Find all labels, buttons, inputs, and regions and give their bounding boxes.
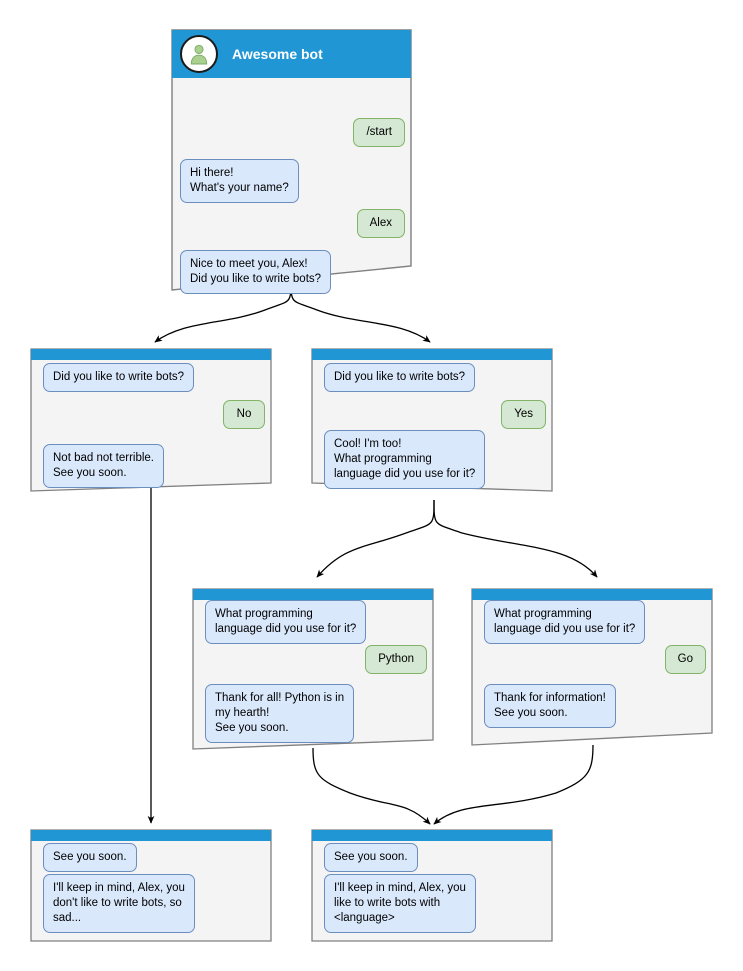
message-row-user: No xyxy=(40,400,265,429)
bot-message-bubble[interactable]: What programming language did you use fo… xyxy=(205,600,367,644)
bot-message-bubble[interactable]: What programming language did you use fo… xyxy=(484,600,646,644)
bot-message-bubble[interactable]: Hi there! What's your name? xyxy=(180,159,299,203)
chat-node-yes-branch[interactable]: Did you like to write bots? Yes Cool! I'… xyxy=(311,348,553,493)
bot-title: Awesome bot xyxy=(232,46,323,62)
message-row-user: Go xyxy=(481,645,706,674)
bot-message-bubble[interactable]: See you soon. xyxy=(43,843,137,872)
message-row-user: /start xyxy=(178,118,405,147)
bot-message-bubble[interactable]: Cool! I'm too! What programming language… xyxy=(324,430,486,489)
message-row-bot: See you soon. xyxy=(324,843,544,872)
bot-message-bubble[interactable]: Not bad not terrible. See you soon. xyxy=(43,444,165,488)
message-row-bot: Did you like to write bots? xyxy=(324,363,544,392)
bot-message-bubble[interactable]: Thank for all! Python is in my hearth! S… xyxy=(205,684,355,743)
chat-node-root[interactable]: Awesome bot /start Hi there! What's your… xyxy=(170,28,413,294)
message-row-bot: What programming language did you use fo… xyxy=(484,600,704,644)
bot-message-bubble[interactable]: See you soon. xyxy=(324,843,418,872)
message-row-bot: See you soon. xyxy=(43,843,263,872)
bot-message-bubble[interactable]: I'll keep in mind, Alex, you don't like … xyxy=(43,874,195,933)
edge-yes-to-go xyxy=(433,499,598,578)
chat-node-end-happy[interactable]: See you soon. I'll keep in mind, Alex, y… xyxy=(311,829,553,942)
message-row-bot: What programming language did you use fo… xyxy=(205,600,425,644)
bot-message-bubble[interactable]: Thank for information! See you soon. xyxy=(484,684,616,728)
node-header: Awesome bot xyxy=(170,30,413,78)
message-row-bot: Thank for information! See you soon. xyxy=(484,684,704,728)
chat-node-python-branch[interactable]: What programming language did you use fo… xyxy=(192,588,434,751)
bot-message-bubble[interactable]: Nice to meet you, Alex! Did you like to … xyxy=(180,250,332,294)
message-row-bot: Thank for all! Python is in my hearth! S… xyxy=(205,684,425,743)
edge-go-to-end-happy xyxy=(433,744,594,825)
message-row-user: Python xyxy=(202,645,427,674)
chat-node-end-sad[interactable]: See you soon. I'll keep in mind, Alex, y… xyxy=(30,829,272,942)
bot-message-bubble[interactable]: I'll keep in mind, Alex, you like to wri… xyxy=(324,874,476,933)
user-message-bubble[interactable]: Python xyxy=(365,645,427,674)
user-message-bubble[interactable]: No xyxy=(223,400,265,429)
message-row-bot: I'll keep in mind, Alex, you don't like … xyxy=(43,874,263,933)
user-message-bubble[interactable]: Alex xyxy=(356,209,405,238)
person-avatar-icon xyxy=(180,35,218,73)
message-row-user: Yes xyxy=(321,400,546,429)
bot-message-bubble[interactable]: Did you like to write bots? xyxy=(324,363,476,392)
chat-node-go-branch[interactable]: What programming language did you use fo… xyxy=(471,588,713,751)
user-message-bubble[interactable]: Go xyxy=(664,645,706,674)
edge-python-to-end-happy xyxy=(312,747,431,825)
edge-yes-to-python xyxy=(316,499,435,578)
user-message-bubble[interactable]: Yes xyxy=(501,400,546,429)
message-row-bot: Did you like to write bots? xyxy=(43,363,263,392)
message-row-bot: Nice to meet you, Alex! Did you like to … xyxy=(180,250,407,294)
message-row-bot: Not bad not terrible. See you soon. xyxy=(43,444,263,488)
chat-node-no-branch[interactable]: Did you like to write bots? No Not bad n… xyxy=(30,348,272,493)
bot-message-bubble[interactable]: Did you like to write bots? xyxy=(43,363,195,392)
message-row-bot: I'll keep in mind, Alex, you like to wri… xyxy=(324,874,544,933)
message-row-bot: Hi there! What's your name? xyxy=(180,159,407,203)
message-row-user: Alex xyxy=(178,209,405,238)
message-row-bot: Cool! I'm too! What programming language… xyxy=(324,430,544,489)
user-message-bubble[interactable]: /start xyxy=(353,118,405,147)
